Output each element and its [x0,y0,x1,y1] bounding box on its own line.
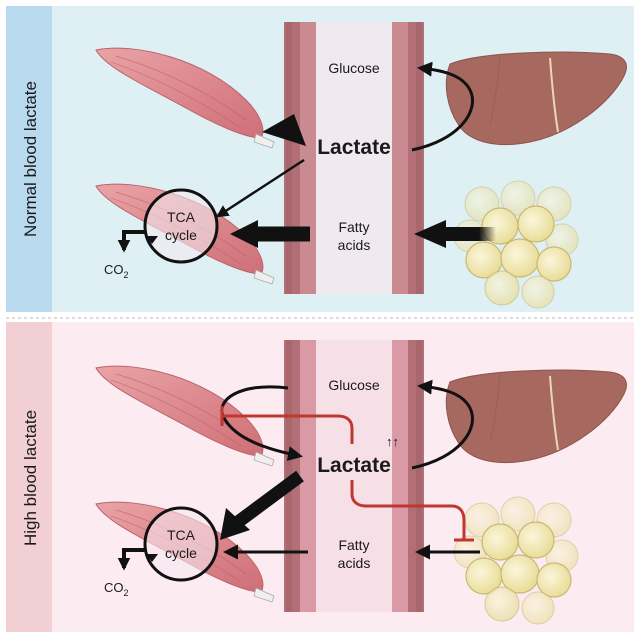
glycolysis-inhibition-line [222,414,354,444]
fatty-acids-label-line1: Fatty [338,219,369,235]
glucose-label: Glucose [328,377,380,393]
lactate-to-glucose-arrow [411,61,474,152]
co2-release-arrow-icon [117,230,146,253]
fatty-acids-label-line1: Fatty [338,537,369,553]
high-blood-vessel [284,340,424,612]
lactate-label: Lactate [317,136,391,159]
normal-panel: Normal blood lactate Glucose Lactate Fat… [6,6,634,312]
lipolysis-inhibition-line [350,480,466,540]
co2-label: CO2 [104,580,129,598]
normal-side-label: Normal blood lactate [21,81,40,237]
lactate-to-tca-arrow-shaft [234,470,304,528]
adipose-release-arrow-shaft [440,227,496,241]
fatty-acids-label-line2: acids [338,555,371,571]
tca-label-line1: TCA [167,527,196,543]
tca-label-line2: cycle [165,227,197,243]
lactate-label: Lactate [317,454,391,477]
co2-release-arrow-icon [117,548,146,571]
lactate-to-tca-arrow [215,158,305,218]
co2-label: CO2 [104,262,129,280]
high-side-bar [6,322,52,632]
tca-label-line1: TCA [167,209,196,225]
normal-blood-vessel [284,22,424,294]
fatty-acids-to-tca-arrowhead [230,220,258,248]
lactate-to-tca-arrowhead [220,508,250,540]
adipose-release-arrowhead [414,220,446,248]
lactate-to-glucose-arrow [411,379,474,470]
tca-cycle-icon [143,506,219,582]
tca-cycle-icon [143,188,219,264]
fatty-acids-label-line2: acids [338,237,371,253]
lactate-from-muscle-arrowhead [262,114,306,146]
tca-label-line2: cycle [165,545,197,561]
high-side-label: High blood lactate [21,410,40,546]
normal-side-bar [6,6,52,312]
muscle-to-lactate-arrow [220,385,303,461]
glucose-label: Glucose [328,60,380,76]
high-panel: High blood lactate Glucose Lactate ↑↑ Fa… [6,322,634,632]
lactate-increase-marker: ↑↑ [386,434,399,449]
